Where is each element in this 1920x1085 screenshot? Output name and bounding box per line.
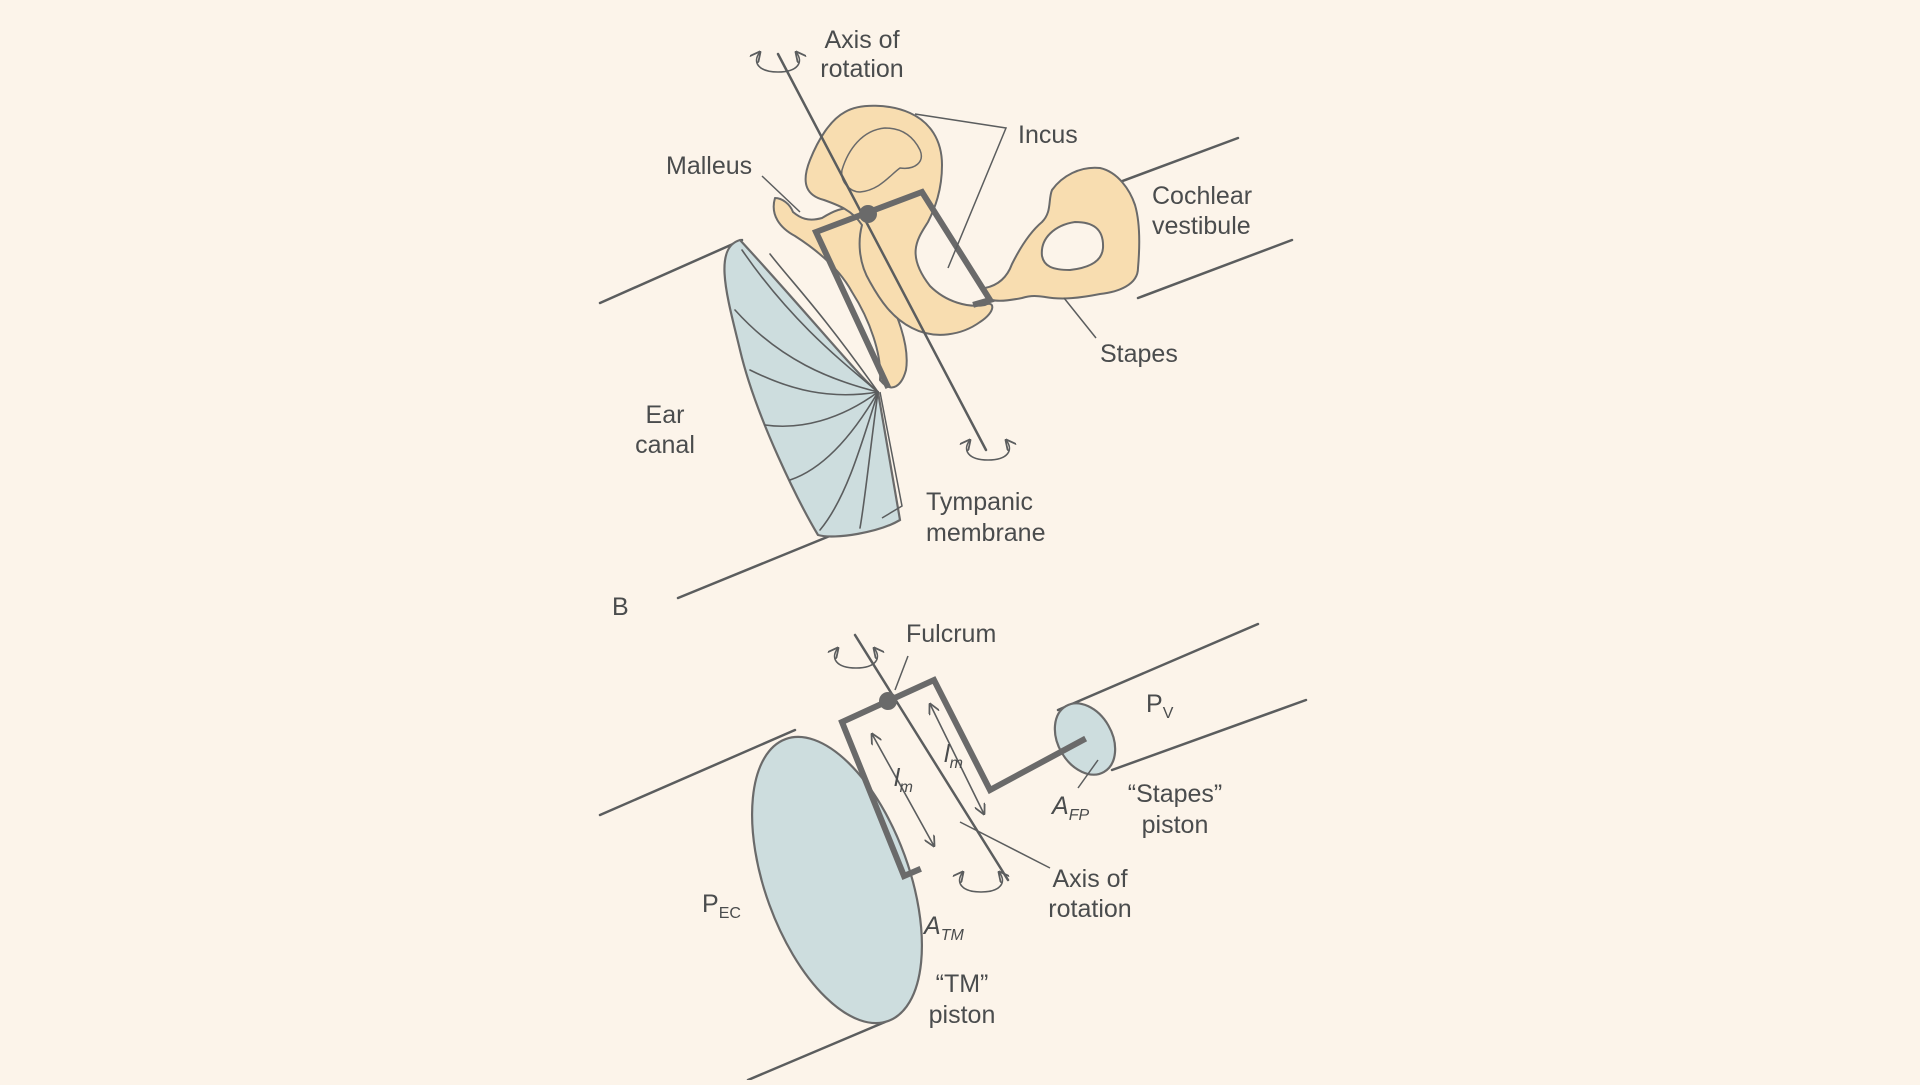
fulcrum-dot-c — [879, 692, 897, 710]
tm-tube-top-line — [598, 728, 797, 817]
label-axis-of-rotation-c-2: rotation — [1048, 895, 1131, 923]
label-pec: PEC — [702, 890, 741, 922]
rotation-arrow-top-icon — [757, 52, 800, 73]
incus-inner-outline — [841, 127, 922, 193]
incus-bone — [804, 104, 994, 336]
label-axis-of-rotation-2: rotation — [820, 55, 903, 83]
panel-label-b: B — [612, 593, 629, 621]
label-ear: Ear — [646, 401, 685, 429]
rotation-arrow-bottom-icon-c — [960, 872, 1003, 893]
label-cochlear: Cochlear — [1152, 182, 1252, 210]
label-lm-left: lm — [894, 764, 913, 796]
stapes-leader — [1063, 297, 1097, 339]
label-axis-of-rotation-c: Axis of — [1052, 865, 1127, 893]
tympanic-leader — [879, 391, 903, 519]
label-stapes: Stapes — [1100, 340, 1178, 368]
rotation-arrow-bottom-icon — [967, 440, 1010, 461]
label-tm-piston: piston — [929, 1001, 996, 1029]
label-tm-quote: “TM” — [936, 970, 989, 998]
cochlea-tube-bottom-line — [1136, 238, 1294, 300]
axis-of-rotation-line — [776, 52, 988, 452]
label-malleus: Malleus — [666, 152, 752, 180]
lm-arrow-right-icon — [930, 704, 984, 814]
label-incus: Incus — [1018, 121, 1078, 149]
label-tympanic: Tympanic — [926, 488, 1033, 516]
ear-canal-top-line — [598, 238, 744, 305]
label-stapes-piston: piston — [1142, 811, 1209, 839]
label-atm: ATM — [922, 912, 964, 944]
lm-arrow-left-icon — [872, 734, 934, 846]
fulcrum-leader — [894, 655, 909, 691]
axis-leader-c — [959, 821, 1051, 869]
label-lm-right: lm — [944, 740, 963, 772]
tympanic-membrane — [723, 238, 902, 538]
label-membrane: membrane — [926, 519, 1046, 547]
label-pv: PV — [1146, 690, 1174, 722]
tm-tube-bottom-line — [746, 1020, 887, 1082]
malleus-leader — [761, 175, 801, 213]
ossicle-lever — [811, 188, 995, 389]
label-fulcrum: Fulcrum — [906, 620, 996, 648]
label-afp: AFP — [1050, 792, 1089, 824]
afp-leader — [1077, 759, 1099, 789]
panel-b: Axis of rotation Incus Malleus Cochlear … — [598, 26, 1294, 621]
label-axis-of-rotation: Axis of — [824, 26, 899, 54]
panel-c: Fulcrum PV AFP “Stapes” piston lm lm Axi… — [598, 620, 1308, 1082]
label-canal: canal — [635, 431, 695, 459]
stapes-hole — [1040, 220, 1105, 272]
incus-leader — [914, 113, 1008, 269]
stapes-tube-top-line — [1056, 622, 1260, 712]
stapes-tube-bottom-line — [1110, 698, 1308, 772]
rotation-arrow-top-icon-c — [835, 648, 878, 669]
fulcrum-dot — [859, 205, 877, 223]
label-stapes-quote: “Stapes” — [1128, 780, 1222, 808]
label-vestibule: vestibule — [1152, 212, 1251, 240]
tm-piston — [750, 735, 924, 1025]
